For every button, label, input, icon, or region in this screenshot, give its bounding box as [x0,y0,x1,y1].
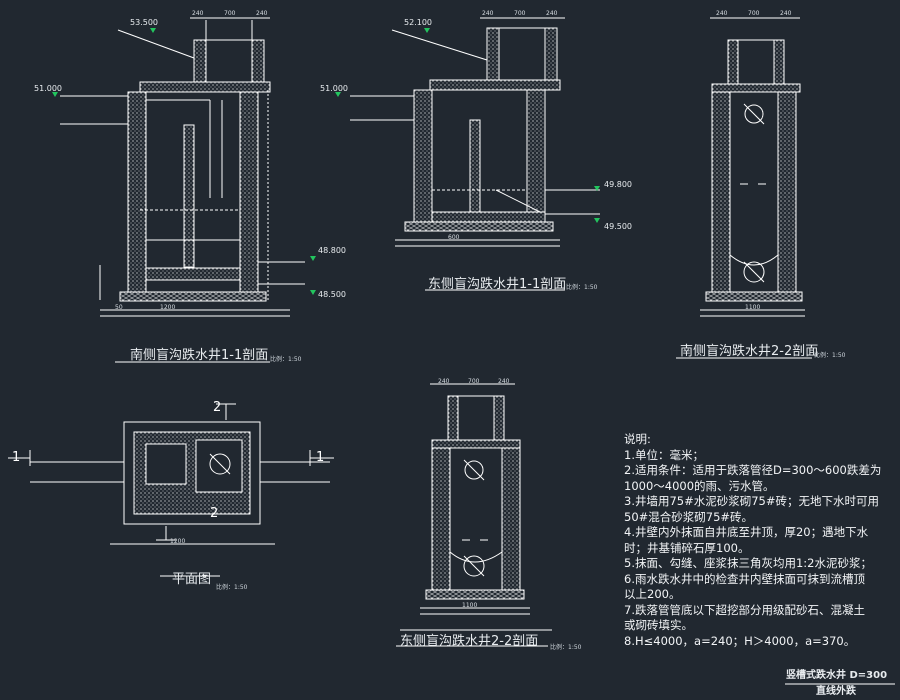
plan-view [8,403,334,577]
elevation-east-top: 52.100 [404,18,432,27]
dim-600-east: 600 [448,234,460,241]
dim-1200-south: 1200 [160,304,176,311]
elevation-south-inlet: 51.000 [34,84,62,93]
south-2-2-title: 南侧盲沟跌水井2-2剖面 [680,344,819,359]
plan-scale: 比例：1:50 [216,584,248,591]
plan-title: 平面图 [172,572,212,587]
section-marker-1-right: 1 [316,450,325,465]
dim-240-east: 240 [482,10,494,17]
note-line: 4.井壁内外抹面自井底至井顶，厚20；遇地下水 [624,525,869,539]
east-2-2-title: 东侧盲沟跌水井2-2剖面 [400,634,539,649]
east-2-2-scale: 比例：1:50 [550,644,582,651]
note-line: 50#混合砂浆砌75#砖。 [624,509,754,524]
elevation-east-outlet-1: 49.800 [604,180,632,189]
dim-1100-s22: 1100 [745,304,761,311]
note-line: 7.跌落管管底以下超挖部分用级配砂石、混凝土 [624,602,865,617]
note-line: 时；井基铺碎石厚100。 [624,540,750,555]
dim-240b-e22: 240 [498,378,510,385]
design-notes: 说明: 1.单位：毫米； 2.适用条件：适用于跌落管径D=300～600跌差为 … [624,432,896,649]
section-marker-2-bottom: 2 [210,506,219,521]
note-line: 或砌砖填实。 [624,618,693,632]
east-1-1-section [350,17,600,247]
dim-700-e22: 700 [468,378,480,385]
note-line: 2.适用条件：适用于跌落管径D=300～600跌差为 [624,463,882,477]
section-marker-2-top: 2 [213,400,222,415]
elevation-east-outlet-2: 49.500 [604,222,632,231]
dim-700-s22: 700 [748,10,760,17]
drawing-title-line1: 竖槽式跌水井 D=300 [786,670,888,681]
dim-1100-e22: 1100 [462,602,478,609]
dim-1200-plan: 1200 [170,538,186,545]
dim-240-south: 240 [192,10,204,17]
dim-240-e22: 240 [438,378,450,385]
dim-240-s22: 240 [716,10,728,17]
dim-240b-s22: 240 [780,10,792,17]
note-line: 6.雨水跌水井中的检查井内壁抹面可抹到流槽顶 [624,571,865,586]
elevation-south-outlet-2: 48.500 [318,290,346,299]
dim-700-east: 700 [514,10,526,17]
elevation-east-inlet: 51.000 [320,84,348,93]
elevation-markers [52,28,600,295]
dim-240b-south: 240 [256,10,268,17]
notes-heading: 说明: [624,432,651,446]
section-marker-1-left: 1 [12,450,21,465]
east-2-2-section [400,383,552,631]
drawing-title-line2: 直线外跌 [816,686,856,697]
dim-50-south: 50 [115,304,123,311]
dim-700-south: 700 [224,10,236,17]
east-1-1-scale: 比例：1:50 [566,284,598,291]
elevation-south-top: 53.500 [130,18,158,27]
south-1-1-section [60,17,305,317]
east-1-1-title: 东侧盲沟跌水井1-1剖面 [428,277,567,292]
note-line: 1000～4000的雨、污水管。 [624,478,775,493]
south-2-2-scale: 比例：1:50 [814,352,846,359]
south-1-1-title: 南侧盲沟跌水井1-1剖面 [130,348,269,363]
south-2-2-section [700,17,805,317]
dim-240b-east: 240 [546,10,558,17]
note-line: 1.单位：毫米； [624,447,704,462]
note-line: 8.H≤4000，a=240；H＞4000，a=370。 [624,633,856,648]
south-1-1-scale: 比例：1:50 [270,356,302,363]
note-line: 3.井墙用75#水泥砂浆砌75#砖；无地下水时可用 [624,494,880,508]
note-line: 5.抹面、勾缝、座浆抹三角灰均用1:2水泥砂浆； [624,556,872,570]
elevation-south-outlet-1: 48.800 [318,246,346,255]
note-line: 以上200。 [624,587,681,601]
